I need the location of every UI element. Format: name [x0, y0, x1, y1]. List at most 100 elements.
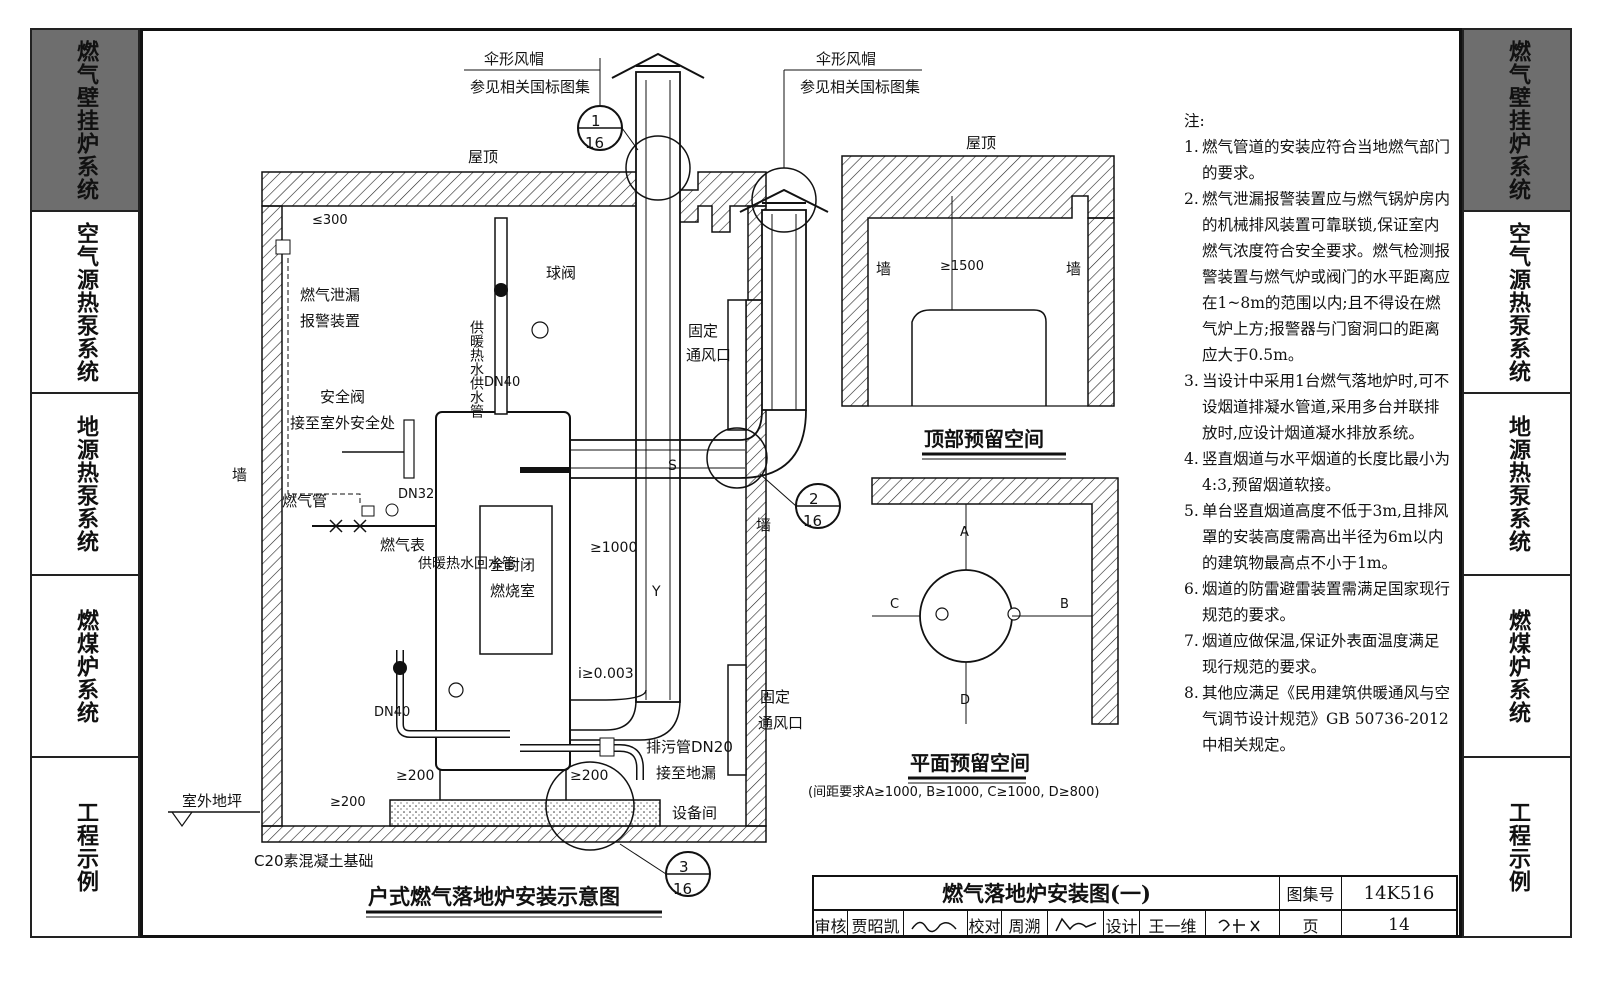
- fixed-vent-top: 固定: [688, 322, 718, 340]
- horizontal-flue: [570, 188, 829, 479]
- atlas-number: 14K516: [1363, 882, 1435, 904]
- tab-project-examples[interactable]: 工程示例: [32, 758, 138, 936]
- top-roof-label: 屋顶: [966, 134, 996, 152]
- note-item: 6.烟道的防雷避雷装置需满足国家现行规范的要求。: [1184, 580, 1451, 624]
- return-pipe-label: 供暖热水回水管: [418, 556, 516, 572]
- tab-label: 工程示例: [73, 801, 98, 893]
- callout-2-num: 2: [809, 490, 819, 508]
- chamber-label-2: 燃烧室: [490, 582, 535, 600]
- top-wall-right: 墙: [1066, 260, 1081, 278]
- callout-2[interactable]: [759, 473, 841, 529]
- dn40-bottom: DN40: [374, 705, 410, 720]
- tab-coal-boiler[interactable]: 燃煤炉系统: [32, 576, 138, 758]
- atlas-label: 图集号: [1280, 877, 1342, 909]
- boiler: [435, 411, 571, 800]
- note-item: 2.燃气泄漏报警装置应与燃气锅炉房内的机械排风装置可靠联锁,保证室内燃气浓度符合…: [1184, 190, 1451, 364]
- tab-air-source-heat-pump[interactable]: 空气源热泵系统: [1464, 212, 1570, 394]
- callout-3-num: 3: [679, 858, 689, 876]
- hood-ref-2: 参见相关国标图集: [800, 78, 920, 96]
- callout-3[interactable]: [619, 843, 711, 897]
- top-space-diagram: [841, 155, 1115, 460]
- tab-gas-wall-boiler[interactable]: 燃气壁挂炉系统: [32, 30, 138, 212]
- alarm-label: 报警装置: [300, 312, 360, 330]
- checker-signature: [1048, 911, 1104, 938]
- wall-left-label: 墙: [232, 466, 247, 484]
- page-label: 页: [1280, 911, 1342, 938]
- dim-200-b: ≥200: [570, 768, 608, 784]
- tab-ground-source-heat-pump[interactable]: 地源热泵系统: [32, 394, 138, 576]
- reviewer-signature: [904, 911, 968, 938]
- callout-1-sheet: 16: [585, 134, 604, 152]
- callout-1-num: 1: [591, 112, 601, 130]
- reviewer-name: 贾昭凯: [848, 911, 904, 938]
- dn32-label: DN32: [398, 487, 434, 502]
- right-sidebar: 燃气壁挂炉系统 空气源热泵系统 地源热泵系统 燃煤炉系统 工程示例: [1462, 28, 1572, 938]
- note-item: 5.单台竖直烟道高度不低于3m,且排风罩的安装高度需高出半径为6m以内的建筑物最…: [1184, 502, 1449, 572]
- fixed-vent-bottom-2: 通风口: [758, 714, 803, 732]
- main-drawing-title: 户式燃气落地炉安装示意图: [368, 885, 620, 909]
- gas-line: [275, 239, 570, 533]
- note-item: 8.其他应满足《民用建筑供暖通风与空气调节设计规范》GB 50736-2012中…: [1184, 684, 1451, 754]
- page-number: 14: [1388, 914, 1410, 935]
- vertical-flue: [569, 52, 705, 741]
- drain-to-label: 接至地漏: [656, 764, 716, 782]
- plan-space-title: 平面预留空间: [910, 751, 1030, 775]
- hood-ref-1: 参见相关国标图集: [470, 78, 590, 96]
- tab-label: 空气源热泵系统: [73, 221, 98, 383]
- gas-leak-label: 燃气泄漏: [300, 286, 360, 304]
- safety-valve-label: 安全阀: [320, 388, 365, 406]
- chamber-label-1: 全封闭: [490, 556, 535, 574]
- left-sidebar: 燃气壁挂炉系统 空气源热泵系统 地源热泵系统 燃煤炉系统 工程示例: [30, 28, 140, 938]
- tab-gas-wall-boiler[interactable]: 燃气壁挂炉系统: [1464, 30, 1570, 212]
- tab-label: 地源热泵系统: [1505, 415, 1530, 553]
- supply-pipe-label: 供暖热水供水管: [468, 320, 484, 418]
- tab-air-source-heat-pump[interactable]: 空气源热泵系统: [32, 212, 138, 394]
- plan-d: D: [960, 693, 970, 708]
- note-item: 4.竖直烟道与水平烟道的长度比最小为4:3,预留烟道软接。: [1184, 450, 1451, 494]
- plan-space-note: (间距要求A≥1000, B≥1000, C≥1000, D≥800): [808, 785, 1099, 800]
- note-item: 7.烟道应做保温,保证外表面温度满足现行规范的要求。: [1184, 632, 1440, 676]
- dim-200-c: ≥200: [330, 795, 366, 810]
- dim-300: ≤300: [312, 213, 348, 228]
- note-item: 3.当设计中采用1台燃气落地炉时,可不设烟道排凝水管道,采用多台并联排放时,应设…: [1184, 372, 1450, 442]
- tab-coal-boiler[interactable]: 燃煤炉系统: [1464, 576, 1570, 758]
- note-item: 1.燃气管道的安装应符合当地燃气部门的要求。: [1184, 138, 1451, 182]
- check-label: 校对: [968, 911, 1002, 938]
- tab-label: 空气源热泵系统: [1505, 221, 1530, 383]
- flow-label-s: S: [668, 458, 677, 474]
- dn40-top: DN40: [484, 375, 520, 390]
- equipment-room-label: 设备间: [672, 804, 717, 822]
- dim-1000: ≥1000: [590, 540, 637, 556]
- slope-label: i≥0.003: [578, 666, 634, 682]
- flow-label-y: Y: [651, 584, 661, 600]
- notes-header: 注:: [1184, 112, 1205, 130]
- wall-right-label: 墙: [756, 516, 771, 534]
- top-space-title: 顶部预留空间: [924, 427, 1044, 451]
- callout-2-sheet: 16: [803, 512, 822, 530]
- plan-a: A: [960, 525, 969, 540]
- title-block-row-2: 审核 贾昭凯 校对 周溯 设计 王一维 页 14: [814, 911, 1456, 938]
- tab-label: 燃气壁挂炉系统: [1505, 39, 1530, 201]
- drain-label: 排污管DN20: [646, 738, 733, 756]
- hood-label-2: 伞形风帽: [816, 50, 876, 68]
- fixed-vent-bottom: 固定: [760, 688, 790, 706]
- tab-label: 燃气壁挂炉系统: [73, 39, 98, 201]
- design-label: 设计: [1104, 911, 1140, 938]
- fixed-vent-top-2: 通风口: [686, 346, 731, 364]
- tab-project-examples[interactable]: 工程示例: [1464, 758, 1570, 936]
- ball-valve-label: 球阀: [546, 264, 576, 282]
- detail-circle: [706, 427, 768, 489]
- designer-name: 王一维: [1140, 911, 1206, 938]
- tab-label: 燃煤炉系统: [1505, 608, 1530, 724]
- dim-200-a: ≥200: [396, 768, 434, 784]
- tab-label: 地源热泵系统: [73, 415, 98, 553]
- tab-label: 工程示例: [1505, 801, 1530, 893]
- detail-circle: [545, 761, 635, 851]
- drawing-labels: 伞形风帽 参见相关国标图集 伞形风帽 参见相关国标图集 屋顶 ≤300 燃气泄漏…: [182, 50, 1099, 909]
- outdoor-ground-label: 室外地坪: [182, 792, 242, 810]
- tab-ground-source-heat-pump[interactable]: 地源热泵系统: [1464, 394, 1570, 576]
- plan-space-diagram: [871, 477, 1119, 784]
- checker-name: 周溯: [1002, 911, 1048, 938]
- safety-outdoor-label: 接至室外安全处: [290, 414, 395, 432]
